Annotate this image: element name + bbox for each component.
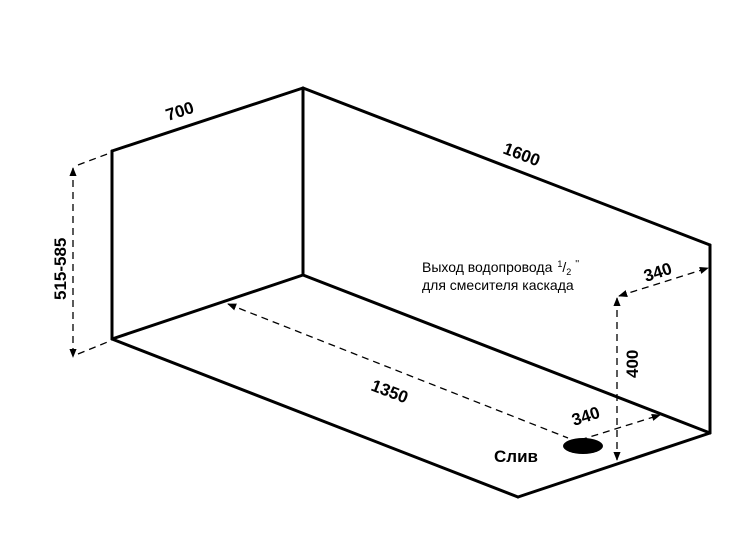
outlet-offset-label: 340 <box>641 259 674 286</box>
drain-hole <box>563 438 603 454</box>
bathtub-box-outline <box>110 86 712 499</box>
width-label: 700 <box>163 98 196 125</box>
height-label: 515-585 <box>51 238 70 300</box>
dimension-lines <box>69 152 709 461</box>
drain-offset-label: 340 <box>569 403 602 430</box>
outlet-note-line2: для смесителя каскада <box>422 277 574 293</box>
drain-label: Слив <box>494 447 538 466</box>
outlet-height-label: 400 <box>623 350 642 378</box>
drain-distance-label: 1350 <box>369 376 411 407</box>
outlet-note-line1: Выход водопровода <box>422 259 553 275</box>
